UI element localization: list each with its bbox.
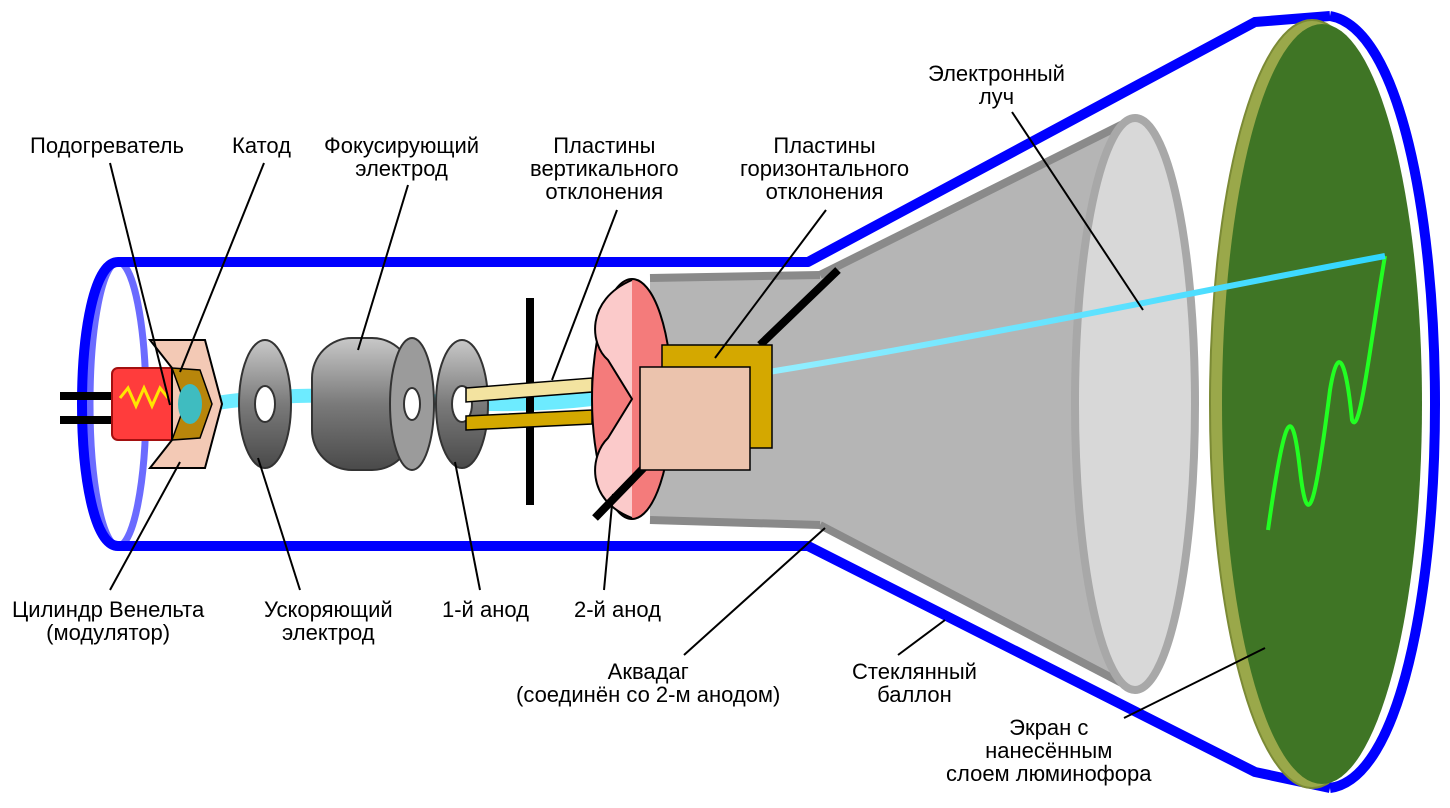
accelerating-electrode xyxy=(238,339,292,469)
label-anode-1: 1-й анод xyxy=(442,597,529,622)
horizontal-deflection-plates xyxy=(592,267,841,521)
focusing-electrode xyxy=(311,337,435,471)
label-wehnelt: Цилиндр Венельта(модулятор) xyxy=(12,597,205,645)
phosphor-screen xyxy=(1209,11,1440,793)
electron-gun-icon xyxy=(60,339,224,469)
label-anode-2: 2-й анод xyxy=(574,597,661,622)
vertical-deflection-plates xyxy=(465,298,593,505)
label-heater: Подогреватель xyxy=(30,133,184,158)
label-cathode: Катод xyxy=(232,133,291,158)
leader-lines xyxy=(109,111,1266,719)
aquadag-coating xyxy=(649,114,1199,694)
anode-1 xyxy=(435,339,489,469)
label-aquadag: Аквадаг(соединён со 2-м анодом) xyxy=(516,659,781,707)
